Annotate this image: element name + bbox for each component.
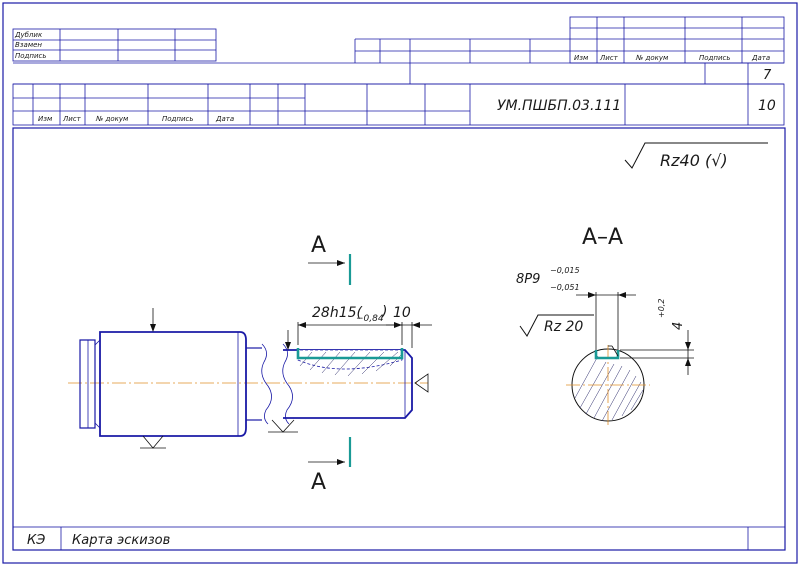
roughness-general-text: Rz40 (√) xyxy=(660,151,728,170)
section-view: А–А 8P9 −0,015 −0,051 Rz 20 xyxy=(516,225,694,425)
tb-data: Дата xyxy=(215,115,234,123)
key-width-text: 8P9 xyxy=(516,272,540,287)
key-depth-text: 4 xyxy=(671,322,686,330)
rstamp-data: Дата xyxy=(751,54,770,62)
footer: КЭ Карта эскизов xyxy=(12,526,786,551)
sheet-number-row: 7 xyxy=(13,62,784,85)
title-block: Изм Лист № докум Подпись Дата УМ.ПШБП.03… xyxy=(12,83,785,126)
keyway-tol-close: ) xyxy=(381,304,387,320)
shaft-drawing xyxy=(68,308,429,449)
key-width-upper: −0,015 xyxy=(550,266,580,275)
stamp-podpis-label: Подпись xyxy=(15,52,47,60)
footer-title: Карта эскизов xyxy=(72,533,170,548)
section-title: А–А xyxy=(582,225,623,250)
left-stamp: Дублик Взамен Подпись xyxy=(12,28,217,62)
stamp-dublik-label: Дублик xyxy=(14,31,43,39)
section-cut-bottom: А xyxy=(308,437,352,495)
right-stamp: Изм Лист № докум Подпись Дата xyxy=(354,16,785,64)
key-width-lower: −0,051 xyxy=(550,283,580,292)
rstamp-ndokum: № докум xyxy=(635,54,669,62)
footer-code: КЭ xyxy=(27,533,45,548)
tb-podpis: Подпись xyxy=(162,115,194,123)
section-cut-top: А xyxy=(308,233,352,285)
rstamp-podpis: Подпись xyxy=(699,54,731,62)
rstamp-izm: Изм xyxy=(574,54,589,62)
cut-label-bottom: А xyxy=(311,470,326,495)
drawing-frame xyxy=(12,127,786,551)
document-designation: УМ.ПШБП.03.111 xyxy=(497,98,621,114)
cut-label-top: А xyxy=(311,233,326,258)
roughness-local-text: Rz 20 xyxy=(544,319,583,335)
keyway-length-tol: −0,84 xyxy=(356,314,384,324)
roughness-general: Rz40 (√) xyxy=(624,142,768,170)
stamp-vzamen-label: Взамен xyxy=(15,41,42,49)
tb-ndokum: № докум xyxy=(95,115,129,123)
key-depth-tol: +0,2 xyxy=(657,299,666,318)
tb-list: Лист xyxy=(62,115,82,123)
keyway-hatch xyxy=(299,351,403,377)
keyway-length-dimension: 28h15( −0,84 ) 10 xyxy=(297,304,432,348)
sheet-count: 10 xyxy=(758,98,776,114)
keyway-offset-text: 10 xyxy=(393,305,411,321)
keyway-length-text: 28h15( xyxy=(312,305,363,321)
tb-izm: Изм xyxy=(38,115,53,123)
sheet-number: 7 xyxy=(763,68,772,83)
rstamp-list: Лист xyxy=(599,54,619,62)
